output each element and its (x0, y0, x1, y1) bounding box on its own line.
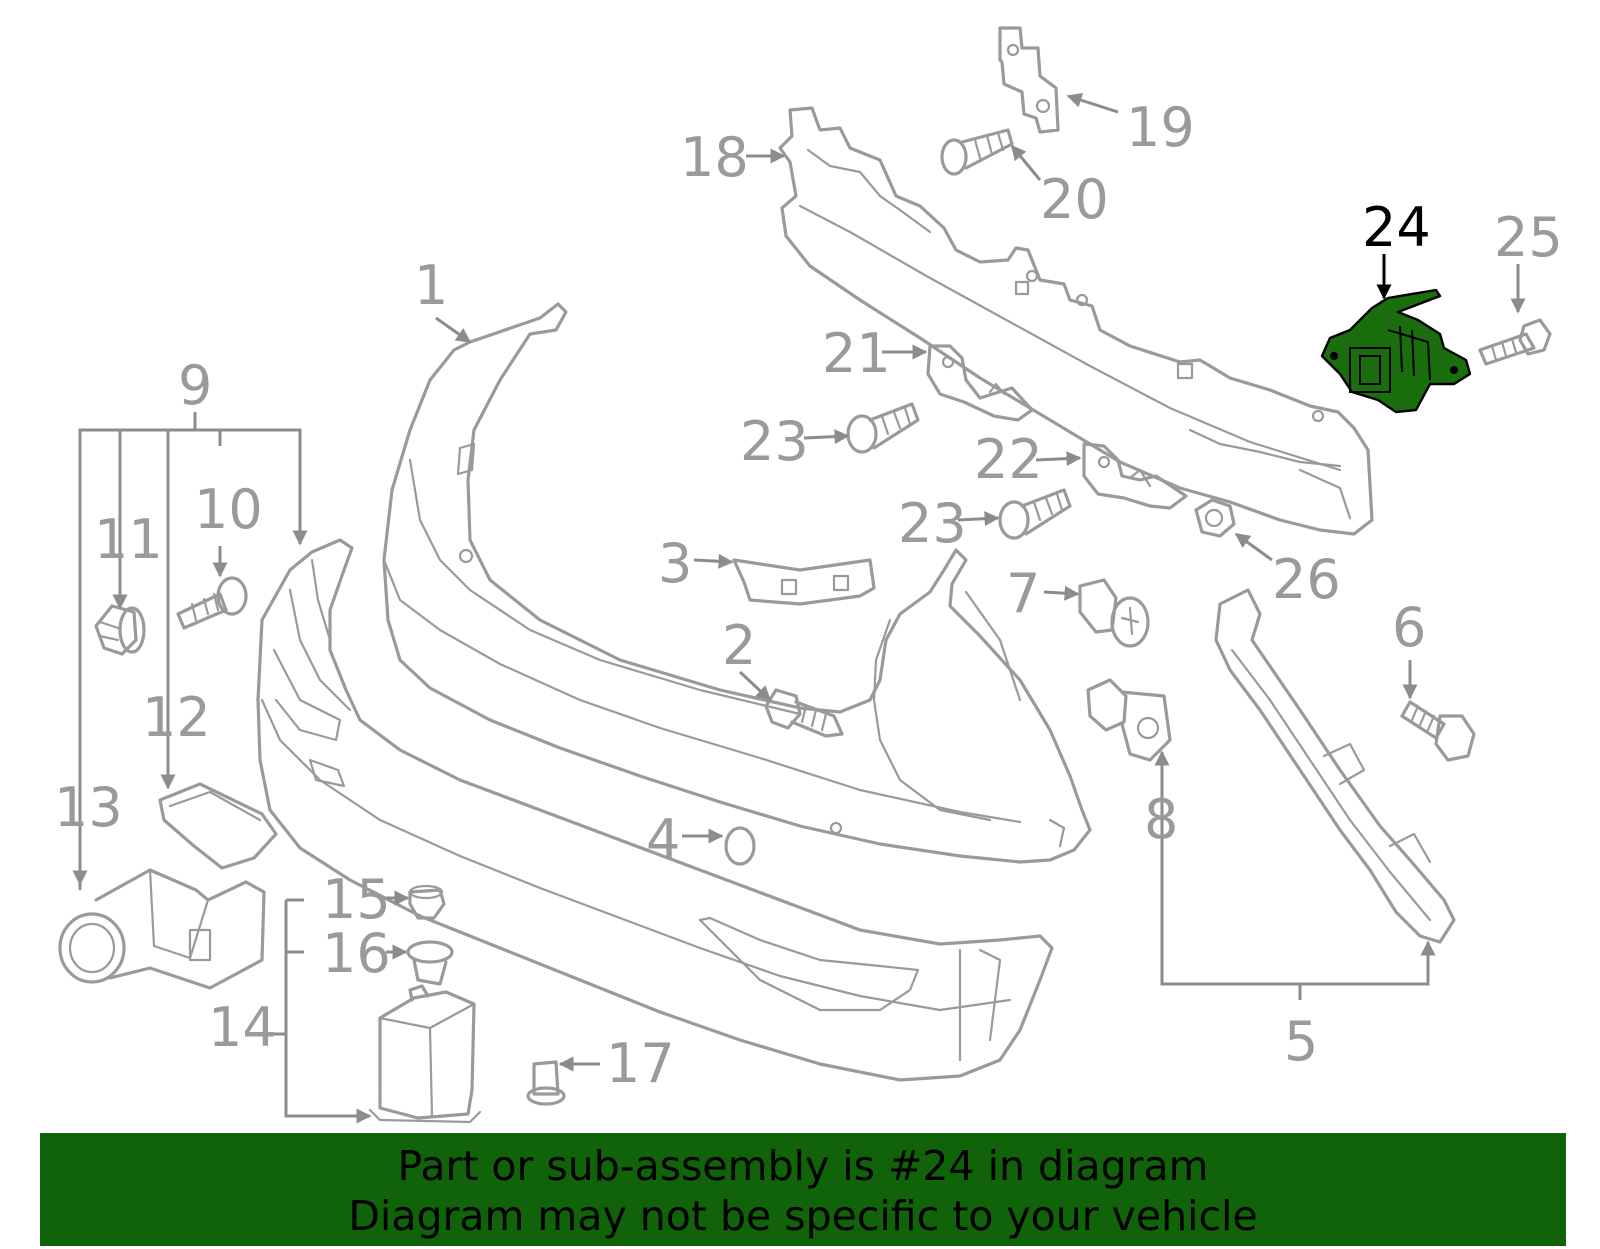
callout-15: 15 (322, 868, 391, 931)
part-4-grommet (724, 826, 756, 866)
part-22-bracket (1082, 442, 1188, 510)
part-11-clip (94, 604, 146, 656)
part-16-grommet (406, 940, 454, 986)
callout-13: 13 (54, 776, 123, 839)
callout-26: 26 (1272, 548, 1341, 611)
callout-23-lower: 23 (898, 492, 967, 555)
part-13-sensor (58, 868, 266, 990)
part-24-highlighted (1320, 288, 1472, 414)
callout-1: 1 (414, 254, 448, 317)
part-14-housing (368, 984, 482, 1124)
callout-5: 5 (1284, 1010, 1318, 1073)
part-23-bolt-lower (998, 488, 1072, 540)
part-21-bracket (926, 344, 1034, 422)
callout-21: 21 (822, 322, 891, 385)
callout-16: 16 (322, 922, 391, 985)
callout-17: 17 (606, 1032, 675, 1095)
part-20-bolt (940, 128, 1014, 176)
part-23-bolt-upper (846, 402, 920, 454)
callout-3: 3 (658, 532, 692, 595)
part-7-clip (1078, 578, 1150, 648)
callout-14: 14 (208, 996, 277, 1059)
part-10-bolt (176, 576, 248, 630)
part-26-nut (1194, 498, 1236, 538)
part-2-bolt (764, 688, 844, 738)
part-15-grommet (408, 884, 446, 920)
callout-18: 18 (680, 126, 749, 189)
callout-12: 12 (142, 686, 211, 749)
callout-11: 11 (94, 508, 163, 571)
part-8-retainer (1086, 678, 1172, 762)
callout-6: 6 (1392, 596, 1426, 659)
callout-7: 7 (1006, 562, 1040, 625)
part-3-bracket (732, 558, 876, 606)
callout-24-highlighted: 24 (1362, 196, 1431, 259)
part-1-bumper-cover (382, 302, 1092, 864)
callout-25: 25 (1494, 206, 1563, 269)
info-banner: Part or sub-assembly is #24 in diagram D… (40, 1133, 1566, 1246)
callout-labels: 1 2 3 4 5 6 7 8 9 10 11 12 13 14 15 16 1… (54, 96, 1563, 1095)
callout-2: 2 (722, 614, 756, 677)
leader-lines (72, 92, 1526, 1124)
callout-9: 9 (178, 354, 212, 417)
callout-4: 4 (646, 808, 680, 871)
part-17-clip (526, 1060, 566, 1106)
part-5-side-bracket (1214, 588, 1456, 944)
callout-10: 10 (194, 478, 263, 541)
callout-8: 8 (1144, 788, 1178, 851)
callout-22: 22 (974, 428, 1043, 491)
part-12-cover (158, 782, 278, 870)
part-6-bolt (1400, 700, 1476, 762)
part-25-bolt (1478, 318, 1552, 366)
callout-23-upper: 23 (740, 410, 809, 473)
part-18-reinforcement-beam (778, 106, 1374, 536)
part-19-bracket (998, 26, 1060, 134)
part-lower-valance (256, 538, 1054, 1082)
callout-19: 19 (1126, 96, 1195, 159)
callout-20: 20 (1040, 168, 1109, 231)
banner-line-disclaimer: Diagram may not be specific to your vehi… (348, 1192, 1258, 1240)
banner-line-part: Part or sub-assembly is #24 in diagram (397, 1142, 1209, 1190)
